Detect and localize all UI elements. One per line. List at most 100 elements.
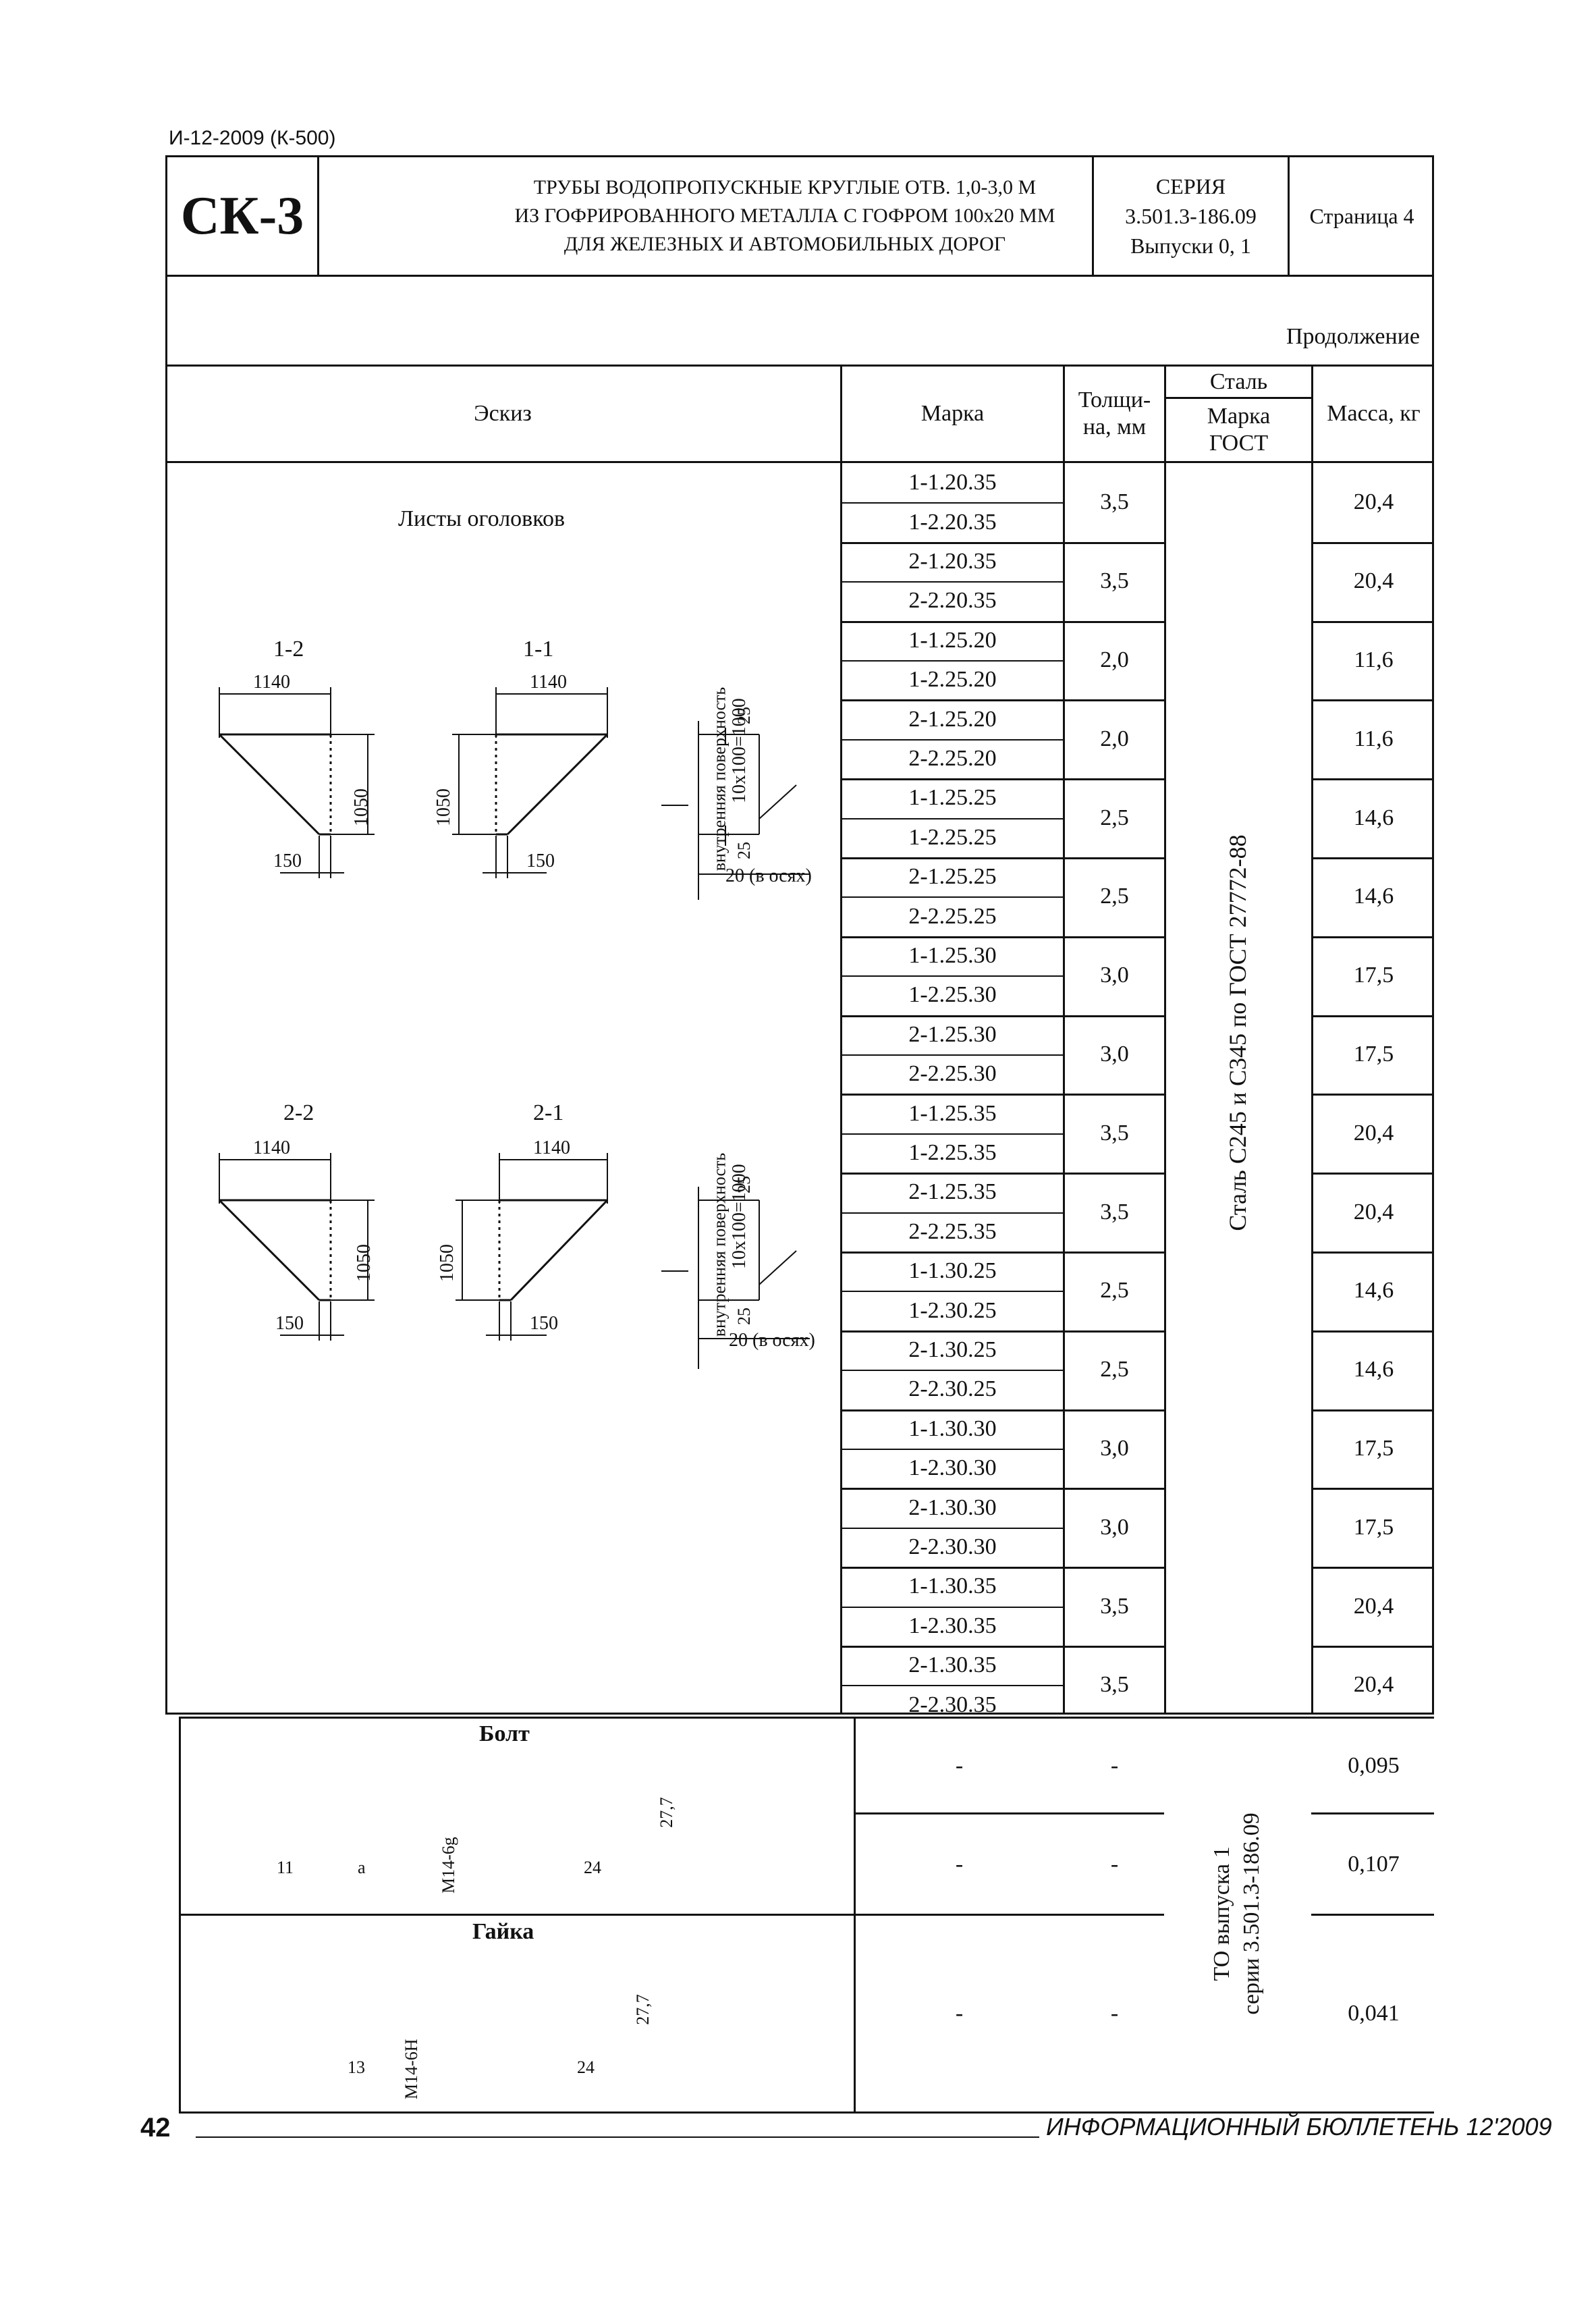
col-header-mass: Масса, кг	[1327, 401, 1421, 426]
inner-surface-label-bottom: внутренняя поверхность	[709, 1152, 730, 1337]
dim-height-1-2: 1050	[351, 788, 372, 826]
steel-spec: Сталь С245 и С345 по ГОСТ 27772-88	[1224, 834, 1251, 1231]
mark-cell: 1-2.30.25	[908, 1297, 997, 1323]
mark-cell: 1-2.30.30	[908, 1455, 997, 1481]
mass-cell: 20,4	[1353, 1593, 1394, 1619]
mark-cell: 2-1.25.20	[908, 706, 997, 732]
row-divider	[1311, 936, 1434, 938]
col-header-steel: Сталь	[1209, 369, 1268, 394]
hardware-mark-cell: -	[955, 2001, 964, 2026]
thickness-cell: 2,5	[1100, 1357, 1129, 1382]
thickness-cell: 3,5	[1100, 489, 1129, 515]
thickness-cell: 2,5	[1100, 884, 1129, 909]
spec-table-frame: Продолжение	[165, 277, 1434, 1715]
row-divider	[1311, 1567, 1434, 1569]
mark-divider	[842, 817, 1063, 819]
bolt-dim-24: 24	[584, 1858, 601, 1877]
nut-dim-13: 13	[348, 2057, 365, 2077]
document-title: ТРУБЫ ВОДОПРОПУСКНЫЕ КРУГЛЫЕ ОТВ. 1,0-3,…	[514, 176, 1055, 255]
dim-width-2-1: 1140	[533, 1137, 570, 1158]
dim-width-1-1: 1140	[530, 672, 567, 693]
mass-cell: 14,6	[1353, 1278, 1394, 1303]
mass-cell: 11,6	[1354, 647, 1394, 672]
mass-cell: 14,6	[1353, 805, 1394, 830]
document-code: И-12-2009 (К-500)	[169, 127, 336, 149]
thickness-cell: 3,5	[1100, 1672, 1129, 1698]
dim-height-1-1: 1050	[433, 788, 454, 826]
bolt-title: Болт	[479, 1721, 530, 1746]
row-divider	[840, 1567, 1164, 1569]
mark-cell: 1-2.30.35	[908, 1613, 997, 1638]
mass-cell: 14,6	[1353, 1357, 1394, 1382]
row-divider	[840, 699, 1164, 702]
row-divider	[840, 1015, 1164, 1017]
mark-divider	[842, 1449, 1063, 1450]
hole-pattern-bottom	[661, 1187, 810, 1369]
dim-width-2-2: 1140	[253, 1137, 290, 1158]
row-divider	[1311, 1488, 1434, 1490]
thickness-cell: 3,5	[1100, 1120, 1129, 1146]
sheet-label-2-2: 2-2	[283, 1100, 314, 1125]
nut-title: Гайка	[472, 1919, 534, 1944]
sheet-label-2-1: 2-1	[533, 1100, 564, 1125]
sheets-title: Листы оголовков	[398, 506, 566, 531]
hardware-mark-cell: -	[955, 1752, 964, 1778]
mark-cell: 1-2.25.25	[908, 824, 997, 850]
thickness-cell: 3,0	[1100, 963, 1129, 988]
mark-divider	[842, 1291, 1063, 1293]
dim-25-bottom-b: 25	[734, 1308, 754, 1325]
mark-divider	[842, 502, 1063, 504]
hardware-mass-cell: 0,107	[1348, 1851, 1400, 1877]
dim-20-top: 20 (в осях)	[725, 865, 812, 886]
sheet-label-1-2: 1-2	[273, 637, 304, 662]
dim-20-bottom: 20 (в осях)	[729, 1330, 815, 1351]
row-divider	[840, 620, 1164, 623]
col-header-steel-grade: Марка ГОСТ	[1207, 404, 1271, 456]
mass-cell: 14,6	[1353, 884, 1394, 909]
mass-cell: 20,4	[1353, 1199, 1394, 1225]
hardware-thickness-cell: -	[1110, 1851, 1119, 1877]
row-divider	[1311, 1646, 1434, 1648]
dim-150-1-1: 150	[526, 851, 555, 871]
footer-rule	[196, 2136, 1039, 2138]
mark-cell: 2-1.30.30	[908, 1495, 997, 1520]
row-divider	[1311, 857, 1434, 859]
hardware-thickness-cell: -	[1110, 1752, 1119, 1778]
thickness-cell: 2,0	[1100, 647, 1129, 672]
bolt-thread: М14-6g	[439, 1837, 458, 1893]
row-divider	[1311, 1330, 1434, 1333]
mass-cell: 11,6	[1354, 726, 1394, 751]
row-divider	[840, 541, 1164, 544]
mark-cell: 2-1.25.35	[908, 1179, 997, 1205]
mark-cell: 2-2.30.25	[908, 1376, 997, 1402]
mark-cell: 1-1.25.25	[908, 785, 997, 811]
page-number: 42	[140, 2113, 171, 2143]
hole-pattern-top	[661, 721, 810, 900]
mark-cell: 2-1.25.30	[908, 1021, 997, 1047]
mass-cell: 20,4	[1353, 489, 1394, 515]
thickness-cell: 3,0	[1100, 1041, 1129, 1067]
dim-pitch-bottom: 10х100=1000	[729, 1164, 750, 1269]
mark-cell: 1-2.25.35	[908, 1139, 997, 1165]
sheet-code: СК-3	[180, 186, 304, 246]
thickness-cell: 3,5	[1100, 1593, 1129, 1619]
mark-cell: 1-1.30.35	[908, 1573, 997, 1599]
mark-divider	[842, 1527, 1063, 1529]
mark-cell: 1-2.20.35	[908, 509, 997, 535]
thickness-cell: 2,0	[1100, 726, 1129, 751]
mark-divider	[842, 1054, 1063, 1056]
row-divider	[840, 1094, 1164, 1096]
row-divider	[1311, 1094, 1434, 1096]
sheet-2-2-drawing	[218, 1153, 375, 1341]
mark-cell: 2-2.25.20	[908, 745, 997, 771]
mark-cell: 2-2.20.35	[908, 588, 997, 614]
mark-divider	[842, 1133, 1063, 1135]
sheet-1-1-drawing	[452, 687, 609, 878]
bolt-dim-11: 11	[277, 1858, 294, 1877]
mark-cell: 1-2.25.20	[908, 667, 997, 693]
mark-divider	[842, 1212, 1063, 1214]
mass-cell: 17,5	[1353, 963, 1394, 988]
mark-divider	[842, 896, 1063, 898]
mark-cell: 1-1.25.35	[908, 1100, 997, 1126]
dim-150-2-1: 150	[530, 1313, 558, 1334]
